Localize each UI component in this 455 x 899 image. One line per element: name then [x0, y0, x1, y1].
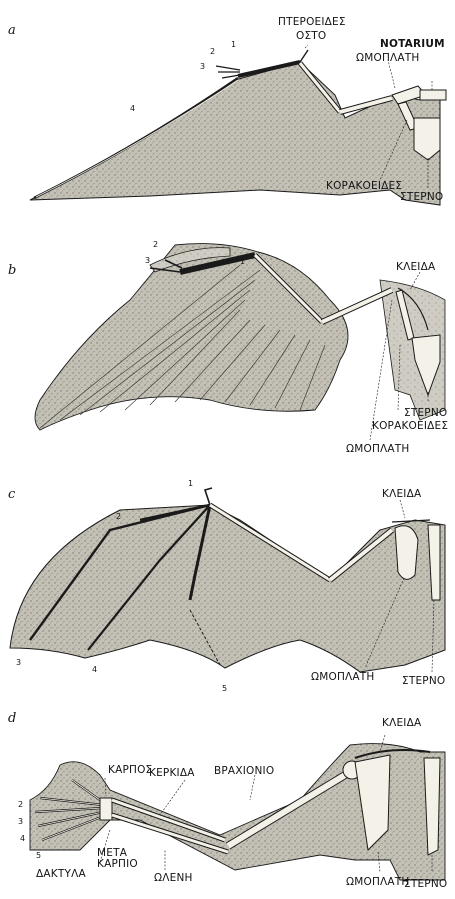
digit-4-c: 4: [92, 665, 97, 674]
label-sternum-c: ΣΤΕΡΝΟ: [402, 675, 445, 687]
label-notarium: NOTARIUM: [380, 38, 445, 50]
panel-b-letter: b: [8, 264, 16, 277]
label-clavicle-b: ΚΛΕΙΔΑ: [396, 261, 435, 273]
label-radius-d: ΚΕΡΚΙΔΑ: [149, 767, 195, 779]
label-ulna-d: ΩΛΕΝΗ: [154, 872, 193, 884]
digit-5-d: 5: [36, 851, 41, 860]
digit-3-d: 3: [18, 817, 23, 826]
panel-d-letter: d: [8, 712, 16, 725]
digit-4-a: 4: [130, 104, 135, 113]
panel-b-bird: [35, 244, 445, 440]
bat-wing-membrane: [10, 505, 445, 672]
label-digits-d: ΔΑΚΤΥΛΑ: [36, 868, 86, 880]
digit-5-c: 5: [222, 684, 227, 693]
label-sternum-b: ΣΤΕΡΝΟ: [404, 407, 447, 419]
digit-1-b: 1: [240, 257, 245, 266]
label-coracoid-a: ΚΟΡΑΚΟΕΙΔΕΣ: [326, 180, 402, 192]
digit-3-c: 3: [16, 658, 21, 667]
label-coracoid-b: ΚΟΡΑΚΟΕΙΔΕΣ: [372, 420, 448, 432]
pterosaur-pteroid-bone: [300, 50, 308, 62]
digit-2-c: 2: [116, 512, 121, 521]
label-humerus-d: ΒΡΑΧΙΟΝΙΟ: [214, 765, 274, 777]
label-pteroid-bone-line2: ΟΣΤΟ: [296, 30, 326, 42]
digit-1-c: 1: [188, 479, 193, 488]
label-scapula-d: ΩΜΟΠΛΑΤΗ: [346, 876, 410, 888]
bat-thumb: [205, 488, 212, 505]
pterosaur-small-digits: [216, 66, 240, 78]
panel-c-letter: c: [8, 488, 15, 501]
label-scapula-b: ΩΜΟΠΛΑΤΗ: [346, 443, 410, 455]
label-scapula-a: ΩΜΟΠΛΑΤΗ: [356, 52, 420, 64]
label-metacarpus-line2: ΚΑΡΠΙΟ: [97, 858, 138, 870]
digit-3-b: 3: [145, 256, 150, 265]
label-scapula-c: ΩΜΟΠΛΑΤΗ: [311, 671, 375, 683]
label-pteroid-bone-line1: ΠΤΕΡΟΕΙΔΕΣ: [278, 16, 346, 28]
human-carpus: [100, 798, 112, 820]
digit-2-b: 2: [153, 240, 158, 249]
bat-scapula: [395, 526, 418, 580]
digit-2-a: 2: [210, 47, 215, 56]
label-carpus-d: ΚΑΡΠΟΣ: [108, 764, 152, 776]
panel-a-letter: a: [8, 24, 16, 37]
panel-d-human: [30, 735, 445, 880]
label-clavicle-c: ΚΛΕΙΔΑ: [382, 488, 421, 500]
digit-3-a: 3: [200, 62, 205, 71]
digit-2-d: 2: [18, 800, 23, 809]
label-sternum-d: ΣΤΕΡΝΟ: [404, 878, 447, 890]
label-clavicle-d: ΚΛΕΙΔΑ: [382, 717, 421, 729]
digit-1-a: 1: [231, 40, 236, 49]
panel-c-bat: [10, 488, 445, 672]
pterosaur-notarium: [420, 90, 446, 100]
digit-4-d: 4: [20, 834, 25, 843]
label-sternum-a: ΣΤΕΡΝΟ: [400, 191, 443, 203]
